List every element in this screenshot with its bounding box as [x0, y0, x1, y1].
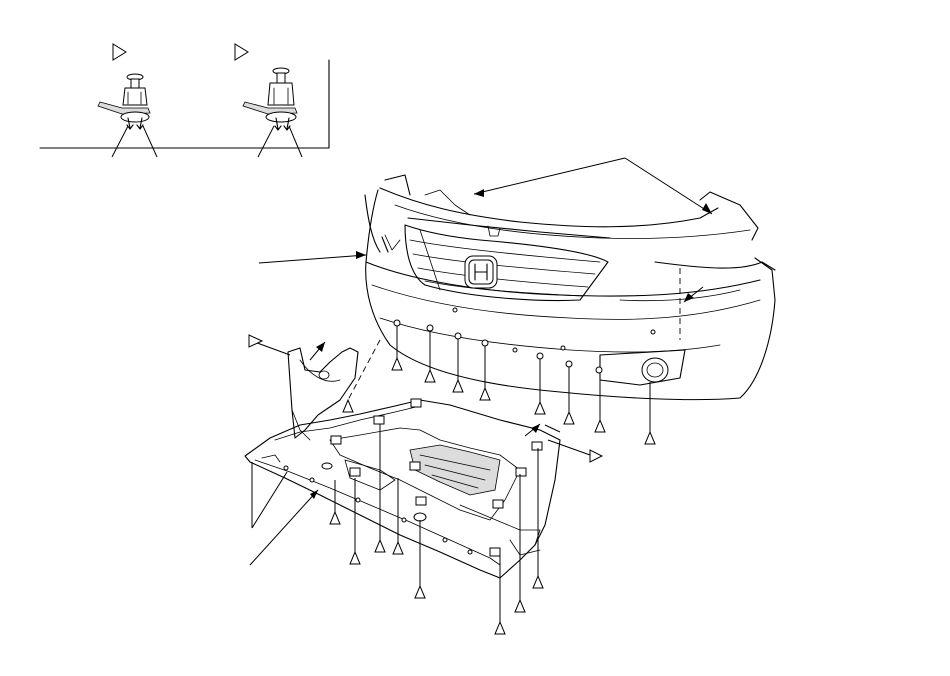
arrow-head-icon	[531, 424, 540, 433]
undercover-leaders	[249, 423, 591, 622]
arrow-head-icon	[356, 251, 366, 259]
callout-triangle	[234, 43, 249, 61]
undercover-clip-icon	[283, 398, 543, 557]
reference-markers	[248, 334, 656, 635]
callout-triangle	[329, 510, 341, 525]
clip-a-icon	[97, 73, 151, 130]
callout-triangle	[349, 550, 361, 565]
callout-triangle	[589, 449, 604, 463]
leader-line	[624, 157, 713, 215]
inset-frame	[39, 59, 330, 149]
callout-triangle	[534, 400, 546, 415]
leader-line	[257, 125, 275, 158]
arrow-head-icon	[316, 342, 325, 352]
arrow-head-icon	[684, 293, 694, 302]
callout-triangle	[563, 410, 575, 425]
bumper-clip-icon	[393, 307, 656, 374]
front-grille	[404, 224, 609, 302]
callout-triangle	[112, 43, 127, 61]
callout-triangle	[248, 334, 264, 348]
arrow-head-icon	[310, 490, 318, 499]
leader-line	[142, 125, 158, 158]
callout-triangle	[644, 430, 656, 445]
callout-triangle	[479, 386, 491, 401]
undercover-assembly	[244, 398, 591, 622]
leader-line	[473, 157, 626, 195]
arrow-head-icon	[702, 203, 712, 214]
fog-lamp	[599, 349, 686, 386]
callout-triangle	[342, 398, 354, 413]
bumper-leaders	[347, 326, 651, 432]
callout-triangle	[494, 620, 506, 635]
callout-triangle	[532, 574, 544, 589]
callout-triangle	[391, 356, 403, 371]
callout-triangle	[424, 368, 436, 383]
clip-b-icon	[242, 67, 298, 131]
arrow-head-icon	[474, 189, 484, 197]
leader-line	[288, 125, 303, 158]
callout-triangle	[374, 538, 386, 553]
callout-triangle	[514, 598, 526, 613]
callout-triangle	[414, 584, 426, 599]
side-splash-shield	[248, 339, 359, 441]
undercover-panel	[244, 399, 561, 579]
callout-triangle	[392, 540, 404, 555]
front-bumper-assembly	[258, 157, 776, 432]
hood-edge	[379, 187, 719, 228]
leader-line	[111, 125, 129, 158]
brand-emblem-icon	[464, 255, 498, 289]
inset-clip-detail	[39, 43, 330, 158]
callout-triangle	[594, 418, 606, 433]
callout-triangle	[452, 378, 464, 393]
leader-line	[258, 254, 367, 264]
